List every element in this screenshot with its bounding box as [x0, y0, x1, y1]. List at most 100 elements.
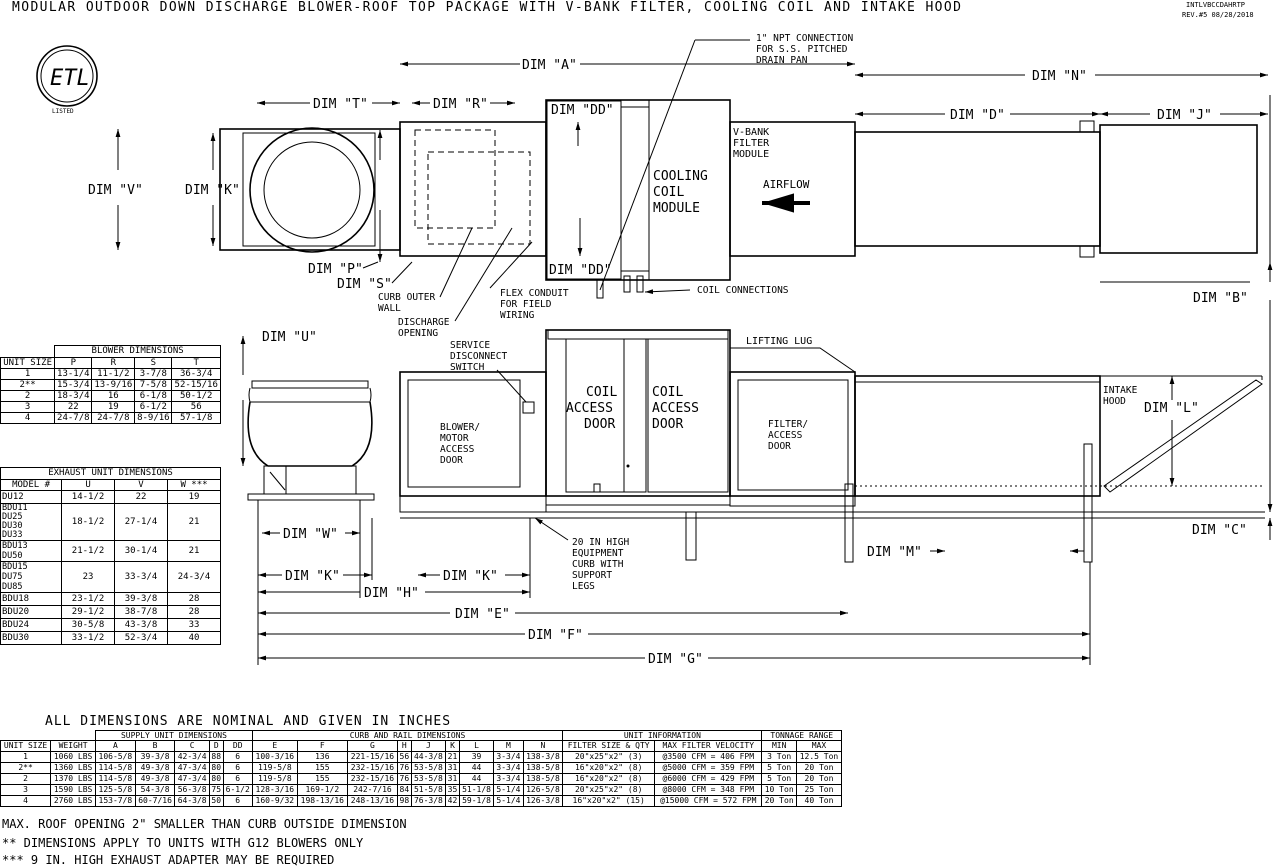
svg-text:FLEX CONDUIT: FLEX CONDUIT — [500, 288, 569, 299]
table-cell: 153-7/8 — [95, 795, 136, 807]
dim-n: DIM "N" — [1032, 69, 1087, 84]
table-cell: 12.5 Ton — [795, 751, 843, 763]
svg-text:DISCHARGE: DISCHARGE — [398, 317, 450, 328]
dim-j: DIM "J" — [1157, 108, 1212, 123]
svg-text:ACCESS: ACCESS — [566, 401, 613, 416]
svg-text:DOOR: DOOR — [440, 455, 463, 466]
table-cell: 16"x20"x2" (15) — [562, 795, 656, 807]
table-cell: 138-3/8 — [522, 751, 564, 763]
blower-table-title: BLOWER DIMENSIONS — [54, 345, 221, 358]
svg-text:OPENING: OPENING — [398, 328, 438, 339]
table-cell: 106-5/8 — [95, 751, 136, 763]
svg-text:MODULE: MODULE — [653, 201, 700, 216]
table-cell: 6 — [222, 773, 253, 785]
table-cell: 16"x20"x2" (8) — [562, 762, 656, 774]
logo-sub: LISTED — [52, 108, 74, 115]
table-cell: 76 — [397, 773, 412, 785]
main-header-cell: K — [445, 740, 460, 752]
main-header-cell: WEIGHT — [50, 740, 97, 752]
table-cell: 88 — [208, 751, 224, 763]
svg-text:DRAIN PAN: DRAIN PAN — [756, 55, 808, 66]
table-cell: 5 Ton — [761, 773, 797, 785]
svg-text:COIL: COIL — [653, 185, 684, 200]
table-cell: 114-5/8 — [95, 773, 136, 785]
table-cell: 3-3/4 — [493, 751, 524, 763]
main-header-cell: MIN — [761, 740, 797, 752]
table-cell: 42 — [445, 795, 460, 807]
etl-logo: ETL LISTED — [36, 45, 98, 115]
main-header-cell: FILTER SIZE & QTY — [562, 740, 656, 752]
table-cell: 2** — [0, 762, 52, 774]
blower-motor-section — [399, 371, 547, 497]
dim-k-side-2: DIM "K" — [443, 569, 498, 584]
dim-a: DIM "A" — [522, 58, 577, 73]
table-cell: 1360 LBS — [50, 762, 97, 774]
support-leg — [685, 511, 697, 561]
main-header-cell: M — [493, 740, 524, 752]
svg-text:DOOR: DOOR — [584, 417, 615, 432]
main-header-cell: A — [95, 740, 136, 752]
blower-base — [242, 132, 376, 247]
svg-text:CURB OUTER: CURB OUTER — [378, 292, 435, 303]
table-cell: 25 Ton — [795, 784, 843, 796]
svg-text:20 IN HIGH: 20 IN HIGH — [572, 537, 629, 548]
table-cell: 20"x25"x2" (3) — [562, 751, 656, 763]
table-cell: 6-1/2 — [222, 784, 253, 796]
main-header-cell: UNIT SIZE — [0, 740, 52, 752]
table-cell: 98 — [397, 795, 412, 807]
svg-text:V-BANK: V-BANK — [733, 127, 769, 138]
table-cell: 155 — [296, 773, 348, 785]
table-cell: @3500 CFM = 406 FPM — [654, 751, 763, 763]
svg-text:COIL: COIL — [652, 385, 683, 400]
note-g12-blowers: ** DIMENSIONS APPLY TO UNITS WITH G12 BL… — [2, 836, 364, 850]
table-cell: @15000 CFM = 572 FPM — [654, 795, 763, 807]
table-cell: 20"x25"x2" (8) — [562, 784, 656, 796]
dim-dd-bottom: DIM "DD" — [549, 263, 612, 278]
exhaust-table-title: EXHAUST UNIT DIMENSIONS — [0, 467, 221, 480]
dim-f: DIM "F" — [528, 628, 583, 643]
table-cell: 160-9/32 — [251, 795, 298, 807]
intake-hood-top — [1099, 124, 1258, 254]
main-header-cell: N — [522, 740, 564, 752]
note-exhaust-adapter: *** 9 IN. HIGH EXHAUST ADAPTER MAY BE RE… — [2, 853, 335, 867]
exhaust-dimensions-table: EXHAUST UNIT DIMENSIONS MODEL # U V W **… — [0, 467, 221, 645]
discharge-inner-outline — [427, 151, 531, 245]
main-header-cell: J — [410, 740, 447, 752]
dim-c: DIM "C" — [1192, 523, 1247, 538]
svg-text:COOLING: COOLING — [653, 169, 708, 184]
dim-e: DIM "E" — [455, 607, 510, 622]
table-cell: 60-7/16 — [134, 795, 176, 807]
blower-curb — [219, 128, 401, 251]
table-cell: 119-5/8 — [251, 762, 298, 774]
main-header-cell: D — [208, 740, 224, 752]
table-cell: 47-3/4 — [174, 773, 210, 785]
dim-k-top: DIM "K" — [185, 183, 240, 198]
svg-text:LEGS: LEGS — [572, 581, 595, 592]
main-header-cell: MAX — [795, 740, 843, 752]
main-header-cell: B — [134, 740, 176, 752]
svg-text:WIRING: WIRING — [500, 310, 535, 321]
table-cell: 51-1/8 — [458, 784, 495, 796]
dim-p: DIM "P" — [308, 262, 363, 277]
table-cell: 50 — [208, 795, 224, 807]
table-cell: 3-3/4 — [493, 762, 524, 774]
table-cell: 126-5/8 — [522, 784, 564, 796]
table-cell: 232-15/16 — [346, 762, 399, 774]
svg-text:FOR S.S. PITCHED: FOR S.S. PITCHED — [756, 44, 848, 55]
main-header-cell: C — [174, 740, 210, 752]
table-cell: 84 — [397, 784, 412, 796]
dim-m: DIM "M" — [867, 545, 922, 560]
table-cell: 1 — [0, 751, 52, 763]
intake-duct — [854, 131, 1101, 247]
table-cell: 20 Ton — [761, 795, 797, 807]
table-cell: 5-1/4 — [493, 795, 524, 807]
